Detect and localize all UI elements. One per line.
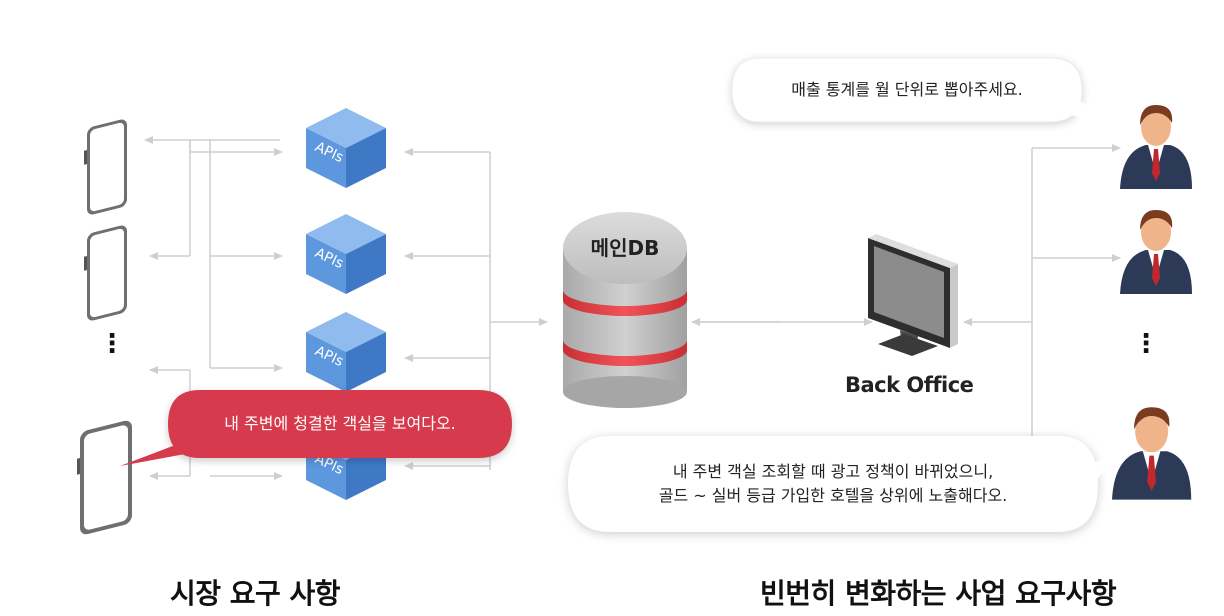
phone-api-links xyxy=(144,136,283,480)
speech-bubble-top-right xyxy=(731,57,1112,126)
backoffice-label: Back Office xyxy=(845,373,974,397)
api-cube-1: APIs xyxy=(306,108,386,188)
database-label: 메인DB xyxy=(590,236,660,260)
manager-request-text-1: 매출 통계를 월 단위로 뽑아주세요. xyxy=(791,80,1023,99)
api-cube-3: APIs xyxy=(306,312,386,392)
smartphone-icon-3 xyxy=(77,420,132,535)
speech-bubble-bottom-right xyxy=(568,436,1112,532)
database-icon xyxy=(563,212,687,408)
businessman-icon-2 xyxy=(1120,210,1192,294)
phone-ellipsis: ⋮ xyxy=(99,329,125,359)
speech-bubble-customer xyxy=(120,390,512,466)
manager-bus xyxy=(963,144,1121,470)
api-cube-2: APIs xyxy=(306,214,386,294)
businessman-icon-1 xyxy=(1120,105,1192,189)
manager-request-text-2-line2: 골드 ~ 실버 등급 가입한 호텔을 상위에 노출해다오. xyxy=(658,486,1008,505)
manager-request-text-2-line1: 내 주변 객실 조회할 때 광고 정책이 바뀌었으니, xyxy=(672,462,994,481)
customer-request-text: 내 주변에 청결한 객실을 보여다오. xyxy=(224,414,456,433)
businessman-icon-3 xyxy=(1112,407,1192,500)
monitor-icon xyxy=(868,234,958,356)
manager-ellipsis: ⋮ xyxy=(1133,329,1159,359)
smartphone-icon-2 xyxy=(84,225,127,321)
right-section-title: 빈번히 변화하는 사업 요구사항 xyxy=(760,577,1117,610)
left-section-title: 시장 요구 사항 xyxy=(170,577,341,610)
smartphone-icon-1 xyxy=(84,119,127,215)
